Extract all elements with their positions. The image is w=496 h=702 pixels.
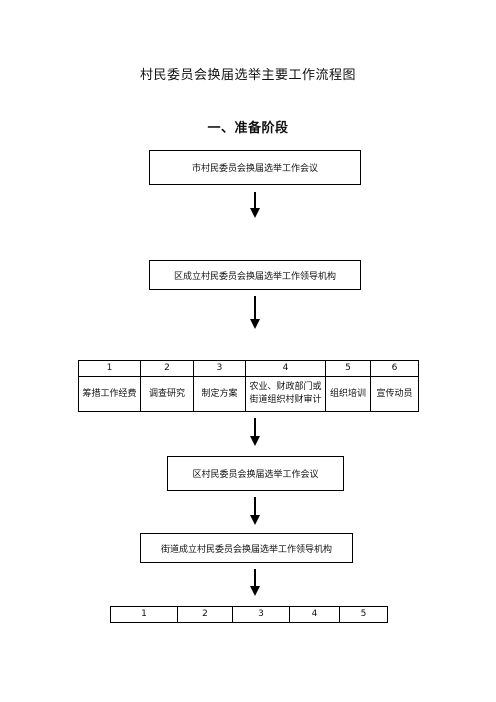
street-task-number-1: 1 (110, 606, 178, 623)
flow-box-street-leadership-label: 街道成立村民委员会换届选举工作领导机构 (160, 544, 332, 555)
page-title: 村民委员会换届选举主要工作流程图 (139, 68, 356, 83)
flow-arrow-1 (250, 192, 260, 218)
flow-box-district-leadership: 区成立村民委员会换届选举工作领导机构 (149, 260, 361, 290)
task-number-2: 2 (140, 360, 194, 377)
task-label-audit-line2: 街道组织村财审计 (249, 395, 322, 405)
flow-box-district-meeting-label: 区村民委员会换届选举工作会议 (192, 470, 319, 480)
task-number-6: 6 (370, 360, 419, 377)
flow-box-district-leadership-label: 区成立村民委员会换届选举工作领导机构 (173, 271, 336, 282)
task-label-research: 调查研究 (140, 376, 194, 412)
flow-arrow-5 (250, 569, 260, 596)
task-label-plan: 制定方案 (193, 376, 246, 412)
flow-box-city-meeting: 市村民委员会换届选举工作会议 (149, 150, 361, 185)
task-number-1: 1 (78, 360, 141, 377)
flow-arrow-4 (250, 497, 260, 525)
task-label-training: 组织培训 (325, 376, 371, 412)
task-number-4: 4 (245, 360, 326, 377)
street-tasks-table: 1 2 3 4 5 (110, 606, 388, 623)
street-task-number-5: 5 (339, 606, 388, 623)
street-task-number-2: 2 (177, 606, 233, 623)
task-label-audit-line1: 农业、财政部门或 (249, 382, 322, 392)
street-task-number-3: 3 (232, 606, 290, 623)
task-label-audit: 农业、财政部门或 街道组织村财审计 (245, 376, 326, 412)
task-label-funding: 筹措工作经费 (78, 376, 141, 412)
flow-arrow-3 (250, 418, 260, 446)
flow-box-city-meeting-label: 市村民委员会换届选举工作会议 (191, 164, 318, 174)
task-number-3: 3 (193, 360, 246, 377)
task-label-publicity: 宣传动员 (370, 376, 419, 412)
flow-box-street-leadership: 街道成立村民委员会换届选举工作领导机构 (140, 533, 353, 563)
task-number-5: 5 (325, 360, 371, 377)
flow-box-district-meeting: 区村民委员会换届选举工作会议 (167, 456, 344, 491)
prep-tasks-table: 1 2 3 4 5 6 筹措工作经费 调查研究 制定方案 农业、财政部门或 街道… (78, 360, 419, 412)
flow-arrow-2 (250, 296, 260, 329)
street-task-number-4: 4 (289, 606, 340, 623)
stage-heading: 一、准备阶段 (207, 121, 289, 136)
